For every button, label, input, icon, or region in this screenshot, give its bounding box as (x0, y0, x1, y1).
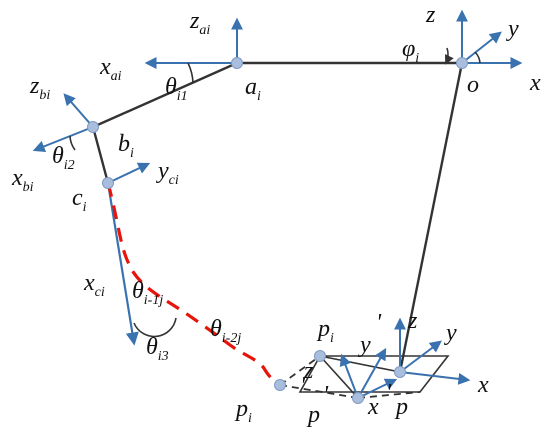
frame-o (456, 9, 523, 69)
label-a-i: ai (245, 74, 261, 104)
label-prime-y: ' (376, 310, 382, 336)
joint-o (456, 57, 468, 69)
label-phi-i: φi (402, 36, 419, 66)
platform-line-2 (319, 355, 359, 399)
label-prime-p: ' (323, 382, 329, 408)
joint-c (102, 177, 114, 189)
joint-pi-top (314, 350, 326, 362)
label-z-prime: z (303, 358, 314, 384)
x-p-axis (399, 371, 471, 385)
arc-phi-i (445, 47, 454, 65)
joint-a (231, 57, 243, 69)
platform-line-1 (319, 355, 401, 373)
arc-o-side (474, 51, 481, 64)
label-y-prime: y (358, 332, 371, 358)
label-x-ai: xai (99, 54, 122, 84)
joint-pprime (352, 392, 364, 404)
label-o: o (467, 72, 479, 98)
label-y-p: y (444, 320, 457, 346)
label-p: p (394, 394, 408, 420)
joint-b (87, 121, 99, 133)
label-prime-z: ' (300, 373, 306, 399)
frame-pprime (339, 347, 398, 399)
link-b-c (91, 126, 110, 184)
label-p-i-bottom: pi (234, 396, 252, 426)
label-z-ai: zai (189, 8, 210, 38)
label-theta-i-1j: θi-1j (132, 278, 163, 308)
dashed-p-to-pb (357, 391, 421, 399)
z-bi-axis (63, 93, 94, 128)
platform-outline (298, 355, 450, 393)
y-prime-axis (357, 347, 387, 399)
label-x-ci: xci (83, 270, 105, 300)
arc-theta-i3 (133, 317, 177, 338)
joint-pi-bottom (274, 379, 286, 391)
joint-p (394, 366, 406, 378)
label-z-bi: zbi (29, 73, 50, 103)
label-y-ci: yci (156, 158, 179, 188)
joints (87, 57, 468, 404)
flex-segment (106, 182, 139, 346)
link-o-p (398, 62, 464, 373)
x-prime-axis (357, 378, 398, 399)
label-theta-i1: θi1 (165, 74, 188, 104)
z-prime-axis (339, 353, 359, 399)
label-theta-i3: θi3 (146, 334, 169, 364)
labels: zai xai θi1 ai zbi bi θi2 xbi yci ci xci… (11, 2, 541, 428)
x-bi-axis (32, 126, 94, 153)
label-p-prime: p (306, 402, 320, 428)
label-theta-i-2j: θi-2j (210, 316, 241, 346)
y-ci-axis (107, 162, 151, 184)
label-prime-x: ' (386, 380, 392, 406)
angle-arcs (69, 47, 481, 338)
label-theta-i2: θi2 (52, 143, 75, 173)
frame-b (32, 93, 94, 153)
links (91, 61, 464, 373)
label-z-o: z (425, 2, 436, 28)
label-p-i-top: pi (316, 316, 334, 346)
label-x-p: x (477, 372, 489, 398)
label-z-p: z (407, 308, 418, 334)
label-c-i: ci (72, 185, 87, 215)
bending-curve (106, 182, 281, 387)
label-x-o: x (529, 70, 541, 96)
y-o-axis (461, 31, 502, 64)
arc-theta-i1 (187, 62, 194, 84)
dashed-pi-to-pb (279, 355, 321, 386)
frame-c (107, 162, 151, 184)
label-x-prime: x (367, 394, 379, 420)
platform (298, 355, 450, 399)
frame-a (144, 17, 243, 69)
label-x-bi: xbi (11, 165, 34, 195)
link-a-b (92, 61, 238, 129)
label-y-o: y (506, 16, 519, 42)
arc-theta-i2 (69, 135, 76, 151)
label-b-i: bi (118, 131, 134, 161)
y-p-axis (399, 340, 442, 373)
frame-p (394, 317, 471, 385)
